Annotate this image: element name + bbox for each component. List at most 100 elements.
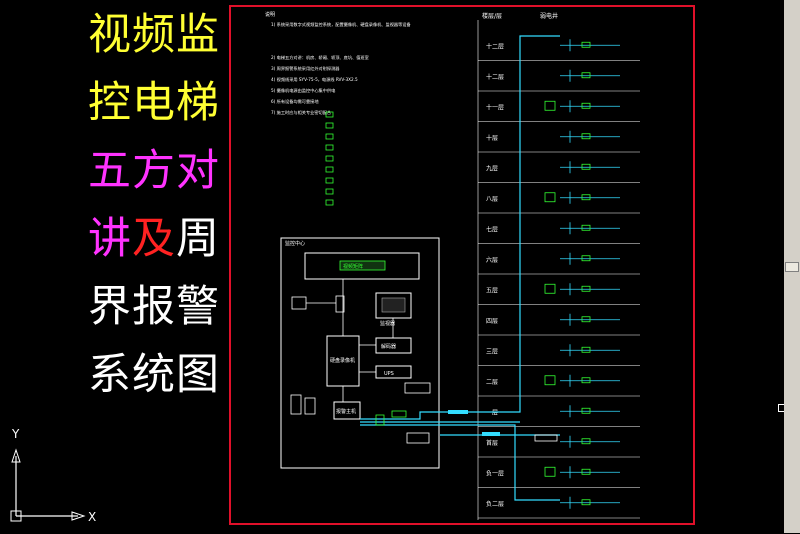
title-segment: 周	[176, 214, 220, 264]
floor-label: 三层	[486, 348, 498, 355]
camera-icon	[581, 41, 591, 48]
title-segment: 系统图	[88, 350, 220, 400]
title-segment: 讲	[88, 214, 132, 264]
legend-device-icon	[325, 177, 334, 184]
camera-icon	[581, 407, 591, 414]
legend-device-icon	[325, 155, 334, 162]
ups-label: UPS	[384, 371, 394, 377]
alarm-box	[333, 401, 361, 420]
title-segment: 控电梯	[88, 78, 220, 128]
workstation-icon	[291, 296, 307, 310]
note-line: 2) 电梯五方对讲：机房、轿厢、轿顶、底坑、值班室	[271, 54, 369, 61]
title-line: 系统图	[88, 350, 228, 418]
tower-icon	[290, 394, 302, 415]
camera-icon	[581, 72, 591, 79]
floor-label: 十二层	[486, 42, 504, 50]
legend-device-icon	[325, 133, 334, 140]
diagram-title: 视频监控电梯五方对讲及周界报警系统图	[88, 10, 228, 418]
floor-label: 六层	[486, 256, 498, 264]
floor-header: 楼层/层	[482, 12, 502, 20]
decoder-label: 解码器	[381, 343, 396, 350]
floor-label: 二层	[486, 379, 498, 386]
legend-device-icon	[325, 111, 334, 118]
riser-devices	[544, 39, 620, 509]
ucs-y-label: Y	[11, 427, 20, 441]
camera-icon	[581, 224, 591, 231]
note-line: 4) 视频线采用 SYV-75-5，电源线 RVV-3X2.5	[271, 76, 358, 83]
legend-device-icon	[325, 188, 334, 195]
title-segment: 界报警	[88, 282, 220, 332]
title-segment: 及	[132, 214, 176, 264]
floor-label: 九层	[486, 164, 498, 172]
decoder-box	[375, 337, 412, 354]
camera-icon	[581, 468, 591, 475]
floor-label: 负二层	[486, 500, 504, 508]
distribution-box-icon	[544, 375, 556, 386]
title-line: 界报警	[88, 282, 228, 350]
camera-icon	[581, 255, 591, 262]
camera-icon	[581, 285, 591, 292]
legend-device-icon	[325, 122, 334, 129]
note-line: 3) 周界报警系统采用红外对射探测器	[271, 65, 340, 72]
server-icon	[335, 295, 345, 313]
camera-icon	[581, 133, 591, 140]
floor-label: 首层	[486, 439, 498, 447]
vertical-scrollbar[interactable]	[784, 0, 800, 533]
scroll-thumb[interactable]	[785, 262, 799, 272]
legend-device-icon	[325, 166, 334, 173]
camera-icon	[581, 316, 591, 323]
junction-box-2	[406, 432, 430, 444]
matrix-box	[304, 252, 420, 280]
camera-icon	[581, 377, 591, 384]
floor-label: 五层	[486, 287, 498, 294]
floor-label: 负一层	[486, 469, 504, 477]
legend-device-icon	[325, 144, 334, 151]
note-line: 7) 施工时应与相关专业密切配合	[271, 109, 332, 116]
note-line: 5) 摄像机电源由监控中心集中供电	[271, 87, 336, 94]
floor-label: 十二层	[486, 73, 504, 81]
note-line: 1) 系统采用数字式视频监控系统，配置摄像机、硬盘录像机、监视器等设备	[271, 21, 411, 28]
internal-wiring	[306, 279, 394, 402]
title-segment: 视频监	[88, 10, 220, 60]
alarm-label: 报警主机	[336, 408, 356, 415]
trunk-cables	[360, 35, 560, 501]
floor-label: 八层	[486, 196, 498, 203]
ucs-icon: Y X	[0, 420, 100, 534]
distribution-box-icon	[544, 283, 556, 294]
title-line: 控电梯	[88, 78, 228, 146]
camera-icon	[581, 163, 591, 170]
monitor-box	[375, 292, 412, 319]
camera-icon	[581, 499, 591, 506]
control-room-box	[280, 237, 440, 469]
title-line: 讲及周	[88, 214, 228, 282]
title-line: 五方对	[88, 146, 228, 214]
matrix-device	[339, 260, 386, 271]
notes-title: 说明	[265, 11, 275, 18]
monitor-screen	[381, 297, 406, 313]
camera-icon	[581, 102, 591, 109]
dvr-label: 硬盘录像机	[330, 357, 355, 364]
title-line: 视频监	[88, 10, 228, 78]
tower-icon-2	[304, 397, 316, 415]
camera-icon	[581, 438, 591, 445]
title-segment: 五方对	[88, 146, 220, 196]
shaft-header: 弱电井	[540, 12, 558, 20]
distribution-box-icon	[544, 466, 556, 477]
drawing-frame	[229, 5, 695, 525]
floor-label: 七层	[486, 225, 498, 233]
floor-label: 一层	[486, 409, 498, 416]
camera-icon	[581, 346, 591, 353]
floor-label: 十层	[486, 134, 498, 142]
legend-icons	[325, 111, 334, 206]
junction-box-1	[404, 382, 431, 394]
control-room-label: 监控中心	[285, 240, 305, 247]
floor-label: 四层	[486, 318, 498, 325]
floor-label: 十一层	[486, 103, 504, 111]
notes-block: 1) 系统采用数字式视频监控系统，配置摄像机、硬盘录像机、监视器等设备 2) 电梯…	[271, 21, 411, 116]
note-line: 6) 所有设备均需可靠接地	[271, 98, 319, 105]
distribution-box-icon	[544, 192, 556, 203]
camera-icon	[581, 194, 591, 201]
legend-device-icon	[325, 199, 334, 206]
